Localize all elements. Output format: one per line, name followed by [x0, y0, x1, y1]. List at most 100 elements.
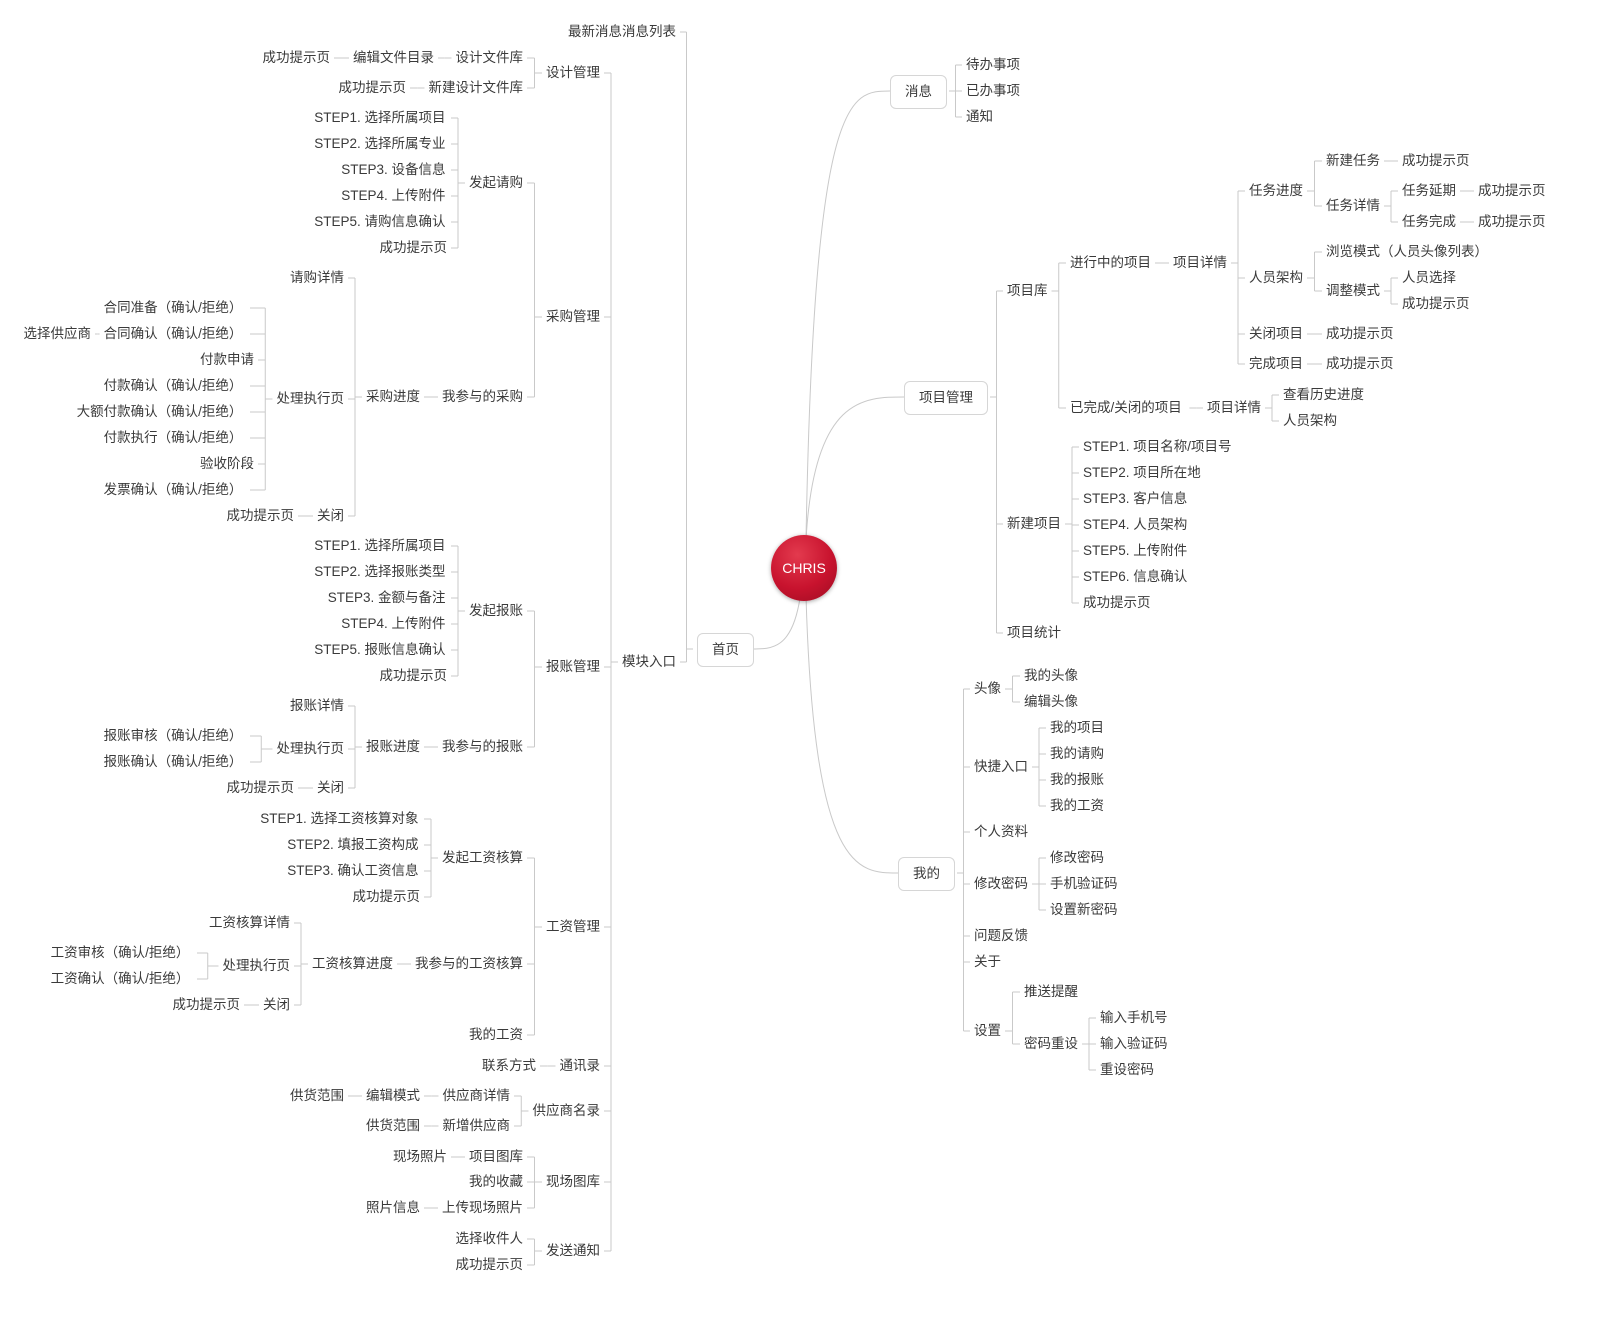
node-xj5[interactable]: STEP5. 上传附件 — [1083, 543, 1188, 558]
node-bjtx[interactable]: 编辑头像 — [1024, 694, 1078, 709]
node-bz5[interactable]: STEP5. 报账信息确认 — [314, 642, 446, 657]
node-szxmm[interactable]: 设置新密码 — [1050, 902, 1118, 917]
node-xzgys2[interactable]: 新增供应商 — [442, 1118, 511, 1133]
node-sryzm[interactable]: 输入验证码 — [1100, 1036, 1168, 1051]
node-bzjd[interactable]: 报账进度 — [366, 739, 420, 754]
node-qg4[interactable]: STEP4. 上传附件 — [341, 188, 446, 203]
node-gb1[interactable]: 关闭 — [317, 508, 344, 523]
node-rwwc[interactable]: 任务完成 — [1402, 214, 1456, 229]
node-fstz_cg[interactable]: 成功提示页 — [455, 1257, 524, 1272]
node-gbxm_cg[interactable]: 成功提示页 — [1326, 326, 1394, 341]
node-gzsh[interactable]: 工资审核（确认/拒绝） — [50, 945, 190, 960]
node-gz2[interactable]: STEP2. 填报工资构成 — [287, 837, 419, 852]
node-bz4[interactable]: STEP4. 上传附件 — [341, 616, 446, 631]
node-srsjh[interactable]: 输入手机号 — [1100, 1010, 1168, 1025]
node-wdxm[interactable]: 我的项目 — [1050, 720, 1104, 735]
node-ysjd[interactable]: 验收阶段 — [200, 456, 254, 471]
node-xjsjwjk_cg[interactable]: 成功提示页 — [338, 80, 407, 95]
node-wdtx[interactable]: 我的头像 — [1024, 668, 1078, 683]
node-defkqr[interactable]: 大额付款确认（确认/拒绝） — [76, 404, 243, 419]
node-fqgzhs[interactable]: 发起工资核算 — [442, 850, 523, 865]
node-ghfw2[interactable]: 供货范围 — [366, 1118, 420, 1133]
node-xjxm[interactable]: 新建项目 — [1007, 516, 1061, 531]
node-xj3[interactable]: STEP3. 客户信息 — [1083, 491, 1188, 506]
node-xctk[interactable]: 现场图库 — [546, 1174, 600, 1189]
node-rwyq[interactable]: 任务延期 — [1402, 183, 1456, 198]
node-bzgl[interactable]: 报账管理 — [546, 659, 600, 674]
node-xgmm[interactable]: 修改密码 — [974, 876, 1028, 891]
node-xczp[interactable]: 现场照片 — [393, 1149, 447, 1164]
node-bzqr[interactable]: 报账确认（确认/拒绝） — [103, 754, 243, 769]
node-ryjg[interactable]: 人员架构 — [1249, 270, 1303, 285]
node-bz1[interactable]: STEP1. 选择所属项目 — [314, 538, 446, 553]
node-htqr[interactable]: 合同确认（确认/拒绝） — [103, 326, 243, 341]
node-fqbz[interactable]: 发起报账 — [469, 603, 523, 618]
root-node[interactable]: CHRIS — [771, 535, 837, 601]
node-bz3[interactable]: STEP3. 金额与备注 — [327, 590, 446, 605]
node-tongzhi[interactable]: 通知 — [966, 109, 993, 124]
node-gzgl[interactable]: 工资管理 — [546, 919, 600, 934]
node-kjrk[interactable]: 快捷入口 — [974, 759, 1028, 774]
node-gz_cg[interactable]: 成功提示页 — [352, 889, 421, 904]
node-gb3_cg[interactable]: 成功提示页 — [172, 997, 241, 1012]
node-gb2[interactable]: 关闭 — [317, 780, 344, 795]
node-tzms_cg[interactable]: 成功提示页 — [1402, 296, 1470, 311]
node-htzb[interactable]: 合同准备（确认/拒绝） — [103, 300, 243, 315]
node-wcydcg[interactable]: 我参与的采购 — [442, 389, 523, 404]
node-gz1[interactable]: STEP1. 选择工资核算对象 — [260, 811, 419, 826]
node-daiban[interactable]: 待办事项 — [966, 57, 1020, 72]
node-shezhi[interactable]: 设置 — [974, 1023, 1001, 1038]
node-xmtk[interactable]: 项目图库 — [469, 1149, 523, 1164]
node-wode[interactable]: 我的 — [898, 857, 955, 891]
node-gzqr[interactable]: 工资确认（确认/拒绝） — [50, 971, 190, 986]
node-xgmm2[interactable]: 修改密码 — [1050, 850, 1104, 865]
node-txl[interactable]: 通讯录 — [559, 1058, 601, 1073]
node-rwyq_cg[interactable]: 成功提示页 — [1478, 183, 1546, 198]
node-yiban[interactable]: 已办事项 — [966, 83, 1020, 98]
node-bzsh[interactable]: 报账审核（确认/拒绝） — [103, 728, 243, 743]
node-qgxq[interactable]: 请购详情 — [290, 270, 344, 285]
node-ywc[interactable]: 已完成/关闭的项目 — [1070, 400, 1182, 415]
node-fstz[interactable]: 发送通知 — [546, 1243, 600, 1258]
node-sjwjk[interactable]: 设计文件库 — [455, 50, 524, 65]
node-csmm[interactable]: 重设密码 — [1100, 1062, 1154, 1077]
node-xjrw_cg[interactable]: 成功提示页 — [1402, 153, 1470, 168]
node-clzxy3[interactable]: 处理执行页 — [222, 958, 291, 973]
node-rwxq[interactable]: 任务详情 — [1326, 198, 1380, 213]
node-wcxm[interactable]: 完成项目 — [1249, 356, 1303, 371]
node-wdqg[interactable]: 我的请购 — [1050, 746, 1104, 761]
node-clzxy2[interactable]: 处理执行页 — [276, 741, 345, 756]
node-fqqg[interactable]: 发起请购 — [469, 175, 523, 190]
node-qg_cg[interactable]: 成功提示页 — [379, 240, 448, 255]
node-clzxy1[interactable]: 处理执行页 — [276, 391, 345, 406]
node-fpqr[interactable]: 发票确认（确认/拒绝） — [103, 482, 243, 497]
node-gysml[interactable]: 供应商名录 — [532, 1103, 601, 1118]
node-wcydbz[interactable]: 我参与的报账 — [442, 739, 523, 754]
node-xmgl[interactable]: 项目管理 — [904, 381, 988, 415]
node-fkzx[interactable]: 付款执行（确认/拒绝） — [103, 430, 243, 445]
node-gb2_cg[interactable]: 成功提示页 — [226, 780, 295, 795]
node-wdbz[interactable]: 我的报账 — [1050, 772, 1104, 787]
node-grzl[interactable]: 个人资料 — [974, 824, 1028, 839]
node-sjyzm[interactable]: 手机验证码 — [1050, 876, 1118, 891]
node-cggl[interactable]: 采购管理 — [546, 309, 600, 324]
node-wdgz_l[interactable]: 我的工资 — [469, 1027, 523, 1042]
node-tzms[interactable]: 调整模式 — [1326, 283, 1380, 298]
node-cgjd[interactable]: 采购进度 — [366, 389, 420, 404]
node-touxiang[interactable]: 头像 — [974, 681, 1001, 696]
node-cklsjd[interactable]: 查看历史进度 — [1283, 387, 1364, 402]
node-gbxm[interactable]: 关闭项目 — [1249, 326, 1303, 341]
node-gzhsxq[interactable]: 工资核算详情 — [209, 915, 290, 930]
node-rwjd[interactable]: 任务进度 — [1249, 183, 1303, 198]
node-mmcs[interactable]: 密码重设 — [1024, 1036, 1078, 1051]
node-gzhsjd[interactable]: 工资核算进度 — [312, 956, 393, 971]
node-bzxq[interactable]: 报账详情 — [290, 698, 344, 713]
node-mkrk[interactable]: 模块入口 — [622, 654, 676, 669]
node-xmtj[interactable]: 项目统计 — [1007, 625, 1061, 640]
node-tstx[interactable]: 推送提醒 — [1024, 984, 1078, 999]
node-xjrw[interactable]: 新建任务 — [1326, 153, 1380, 168]
node-shouye[interactable]: 首页 — [697, 633, 754, 667]
node-wcydgzhs[interactable]: 我参与的工资核算 — [415, 956, 523, 971]
node-bjms[interactable]: 编辑模式 — [366, 1088, 420, 1103]
node-xzsjr[interactable]: 选择收件人 — [455, 1231, 524, 1246]
